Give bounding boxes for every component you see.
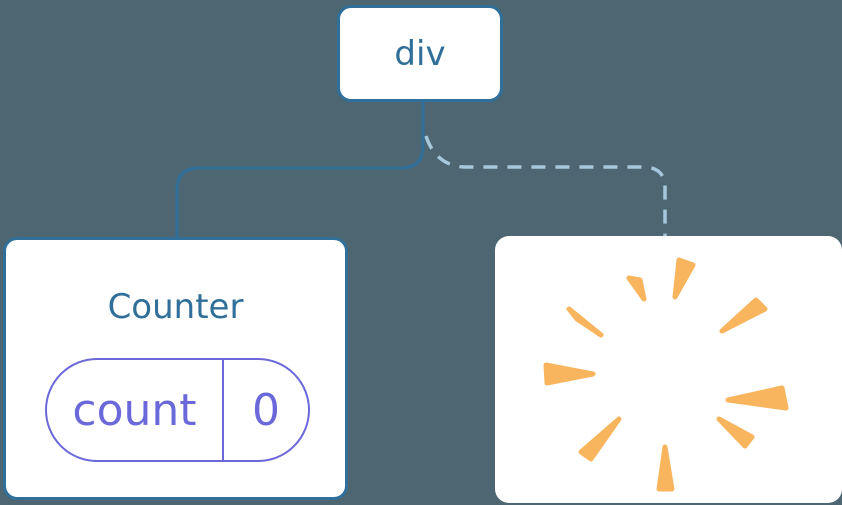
root-node-label: div	[394, 33, 446, 74]
state-key-label: count	[72, 384, 197, 436]
counter-card-title: Counter	[107, 287, 244, 327]
connector-solid-line	[175, 101, 425, 238]
root-node-div: div	[337, 5, 503, 102]
removed-component-card	[495, 236, 842, 503]
connector-dashed-line	[424, 135, 667, 237]
state-value-label: 0	[222, 360, 308, 460]
counter-card: Counter count 0	[3, 237, 348, 500]
poof-starburst-icon	[543, 257, 789, 492]
state-pill: count 0	[45, 358, 310, 462]
